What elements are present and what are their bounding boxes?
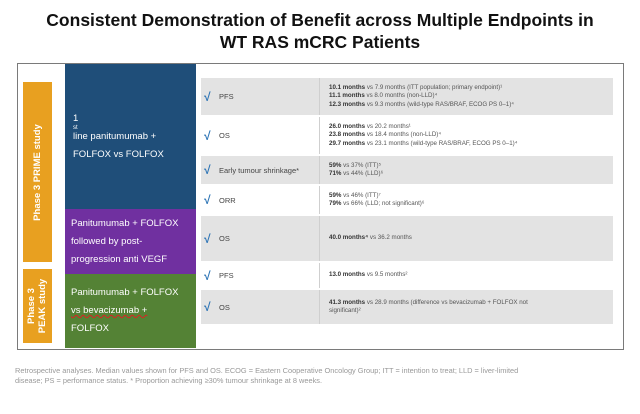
prime-study-label: Phase 3 PRIME study xyxy=(23,82,52,262)
check-icon: √ xyxy=(204,128,211,143)
result-row-prime-pfs: √ PFS 10.1 months vs 7.9 months (ITT pop… xyxy=(201,78,613,115)
result-row-prime-os-post-progression: √ OS 40.0 months⁴ vs 36.2 months xyxy=(201,216,613,261)
check-icon: √ xyxy=(204,231,211,246)
endpoint-values: 13.0 months vs 9.5 months² xyxy=(329,271,408,279)
endpoint-values: 41.3 months vs 28.9 months (difference v… xyxy=(329,298,528,314)
endpoint-values: 40.0 months⁴ vs 36.2 months xyxy=(329,234,412,242)
result-row-peak-pfs: √ PFS 13.0 months vs 9.5 months² xyxy=(201,263,613,288)
endpoint-label: PFS xyxy=(219,271,234,280)
check-icon: √ xyxy=(204,89,211,104)
check-icon: √ xyxy=(204,300,211,314)
endpoint-label: Early tumour shrinkage* xyxy=(219,165,300,175)
check-icon: √ xyxy=(204,163,211,177)
arm-vs-bev-line-1: Panitumumab + FOLFOX xyxy=(71,287,179,298)
title-line-1: Consistent Demonstration of Benefit acro… xyxy=(46,10,594,30)
arm-post-progression: Panitumumab + FOLFOX followed by post- p… xyxy=(65,209,196,274)
title-line-2: WT RAS mCRC Patients xyxy=(219,32,421,52)
prime-study-text: Phase 3 PRIME study xyxy=(32,123,43,221)
peak-study-label: Phase 3 PEAK study xyxy=(23,269,52,343)
arm-post-progression-line-3: progression anti VEGF xyxy=(71,253,168,265)
endpoint-label: PFS xyxy=(219,92,234,101)
result-row-peak-os: √ OS 41.3 months vs 28.9 months (differe… xyxy=(201,290,613,324)
endpoint-label: OS xyxy=(219,131,230,140)
footnote-line-1: Retrospective analyses. Median values sh… xyxy=(15,366,519,375)
endpoint-label: ORR xyxy=(219,195,236,205)
peak-study-text: Phase 3 PEAK study xyxy=(27,279,49,333)
arm-post-progression-line-1: Panitumumab + FOLFOX xyxy=(71,217,179,229)
arm-vs-bevacizumab: Panitumumab + FOLFOX vs bevacizumab + FO… xyxy=(65,274,196,348)
arm-post-progression-line-2: followed by post- xyxy=(71,235,143,247)
check-icon: √ xyxy=(204,268,211,283)
footnote-line-2: disease; PS = performance status. * Prop… xyxy=(15,376,323,385)
result-row-prime-ets: √ Early tumour shrinkage* 59% vs 37% (IT… xyxy=(201,156,613,184)
arm-vs-bev-line-2: vs bevacizumab + xyxy=(71,305,148,316)
peak-study-line-2: PEAK study xyxy=(37,278,49,334)
arm-vs-bev-line-3: FOLFOX xyxy=(71,323,110,334)
check-icon: √ xyxy=(204,193,211,207)
footnote: Retrospective analyses. Median values sh… xyxy=(15,366,627,386)
endpoint-values: 10.1 months vs 7.9 months (ITT populatio… xyxy=(329,84,514,108)
slide-title: Consistent Demonstration of Benefit acro… xyxy=(0,9,640,53)
endpoint-label: OS xyxy=(219,234,230,243)
arm-first-line-line-2: FOLFOX vs FOLFOX xyxy=(73,148,164,160)
endpoint-label: OS xyxy=(219,302,230,312)
peak-study-line-1: Phase 3 xyxy=(26,288,38,324)
